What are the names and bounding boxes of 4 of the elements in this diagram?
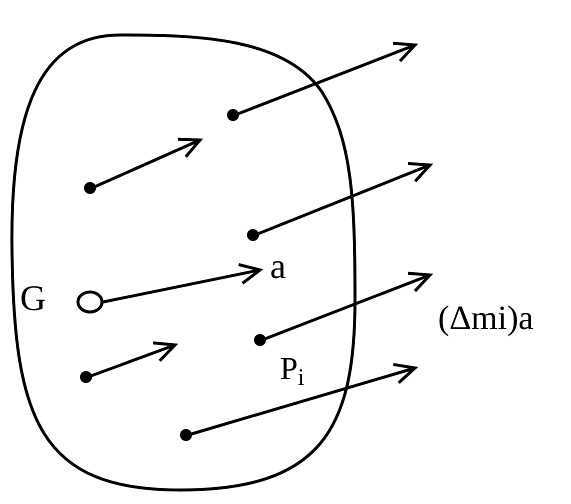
label: (Δmi)a (438, 302, 534, 336)
label: a (270, 248, 286, 284)
label: P$_{i}$ (280, 352, 304, 384)
label: G (20, 280, 46, 316)
